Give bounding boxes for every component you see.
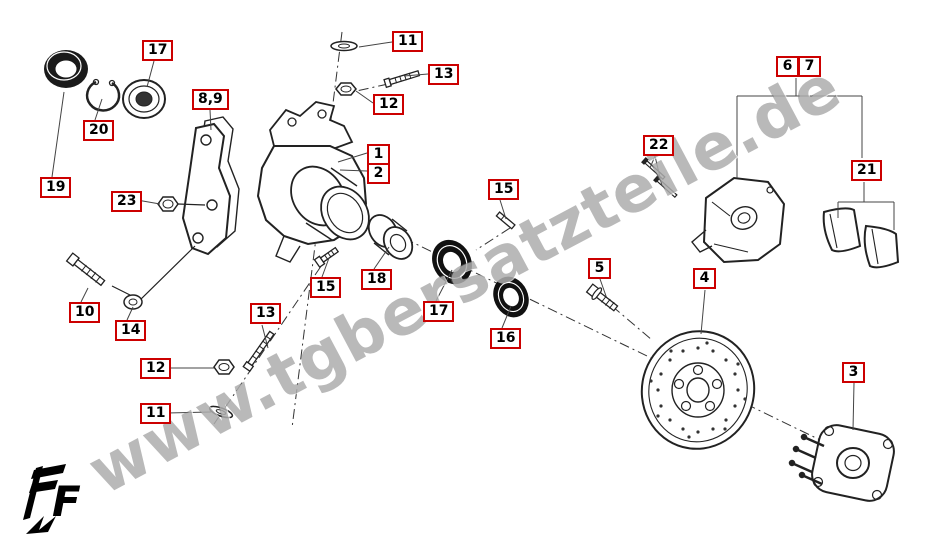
callout-4-21: 4 bbox=[693, 268, 716, 289]
part-bolt-10 bbox=[65, 252, 106, 287]
callout-13-17: 13 bbox=[250, 303, 282, 324]
callout-20-5: 20 bbox=[83, 120, 115, 141]
logo-letter: F bbox=[52, 477, 81, 526]
part-knuckle-1-2 bbox=[256, 101, 370, 263]
part-seal-19 bbox=[44, 50, 88, 88]
part-circlip-20 bbox=[85, 78, 121, 112]
part-bracket-8-9 bbox=[111, 116, 240, 301]
callout-14-16: 14 bbox=[115, 320, 147, 341]
callout-7-24: 7 bbox=[798, 56, 821, 77]
part-nut-23 bbox=[157, 196, 179, 212]
callout-15-11: 15 bbox=[310, 277, 342, 298]
part-nut-12-top bbox=[335, 82, 357, 96]
callout-11-0: 11 bbox=[392, 31, 424, 52]
callout-11-19: 11 bbox=[140, 403, 172, 424]
callout-6-23: 6 bbox=[776, 56, 799, 77]
callout-12-18: 12 bbox=[140, 358, 172, 379]
callout-18-12: 18 bbox=[361, 269, 393, 290]
part-brake-caliper-6-7 bbox=[691, 176, 786, 264]
callout-17-3: 17 bbox=[142, 40, 174, 61]
callout-16-14: 16 bbox=[490, 328, 522, 349]
part-pad-pins-22 bbox=[641, 157, 678, 199]
callout-13-1: 13 bbox=[428, 64, 460, 85]
brand-logo: F bbox=[23, 464, 81, 534]
callout-12-2: 12 bbox=[373, 94, 405, 115]
part-bolt-15-lower bbox=[313, 246, 340, 269]
callout-19-6: 19 bbox=[40, 177, 72, 198]
part-pin-15-right bbox=[495, 211, 516, 230]
callout-5-20: 5 bbox=[588, 258, 611, 279]
part-spacer-18 bbox=[367, 214, 414, 260]
callout-1-7: 1 bbox=[367, 144, 390, 165]
part-wheel-hub-3 bbox=[788, 424, 895, 502]
callout-22-22: 22 bbox=[643, 135, 675, 156]
part-bearing-17-upper bbox=[122, 79, 166, 119]
part-brake-pads-21 bbox=[822, 207, 900, 269]
part-nut-12-lower bbox=[213, 359, 235, 375]
callout-10-15: 10 bbox=[69, 302, 101, 323]
callout-23-9: 23 bbox=[111, 191, 143, 212]
callout-15-10: 15 bbox=[488, 179, 520, 200]
part-bolt-13-top bbox=[383, 70, 421, 89]
callout-2-8: 2 bbox=[367, 163, 390, 184]
callout-3-26: 3 bbox=[842, 362, 865, 383]
leader-lines bbox=[51, 41, 895, 431]
part-washer-14 bbox=[123, 294, 143, 310]
callout-21-25: 21 bbox=[851, 160, 883, 181]
part-washer-11-top bbox=[330, 40, 358, 52]
callout-89-4: 8,9 bbox=[192, 89, 229, 110]
part-seal-16 bbox=[493, 276, 529, 318]
part-bolt-5 bbox=[585, 283, 619, 312]
part-bearing-17-mid bbox=[432, 239, 472, 285]
part-washer-11-lower bbox=[208, 405, 234, 419]
callout-17-13: 17 bbox=[423, 301, 455, 322]
part-brake-disc-4 bbox=[640, 330, 756, 450]
